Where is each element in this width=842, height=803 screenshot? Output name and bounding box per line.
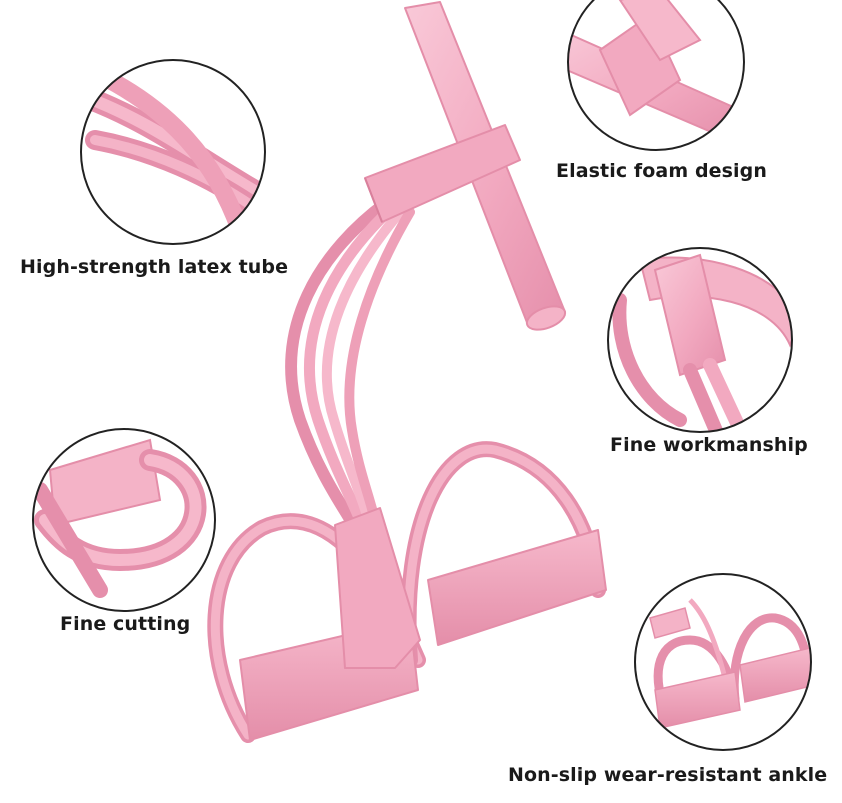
workmanship-callout [607,247,793,433]
ankle-caption: Non-slip wear-resistant ankle [508,764,828,786]
cutting-caption: Fine cutting [60,613,191,635]
latex-tubes [285,194,415,546]
handle-sleeve [364,124,521,223]
ankle-callout [634,573,812,751]
cutting-callout [32,428,216,612]
foam-caption: Elastic foam design [556,160,767,182]
latex-tube-callout [80,59,266,245]
workmanship-caption: Fine workmanship [610,434,808,456]
latex-tube-caption: High-strength latex tube [20,256,289,278]
foam-callout [567,0,745,151]
pedal-bars [239,507,607,741]
